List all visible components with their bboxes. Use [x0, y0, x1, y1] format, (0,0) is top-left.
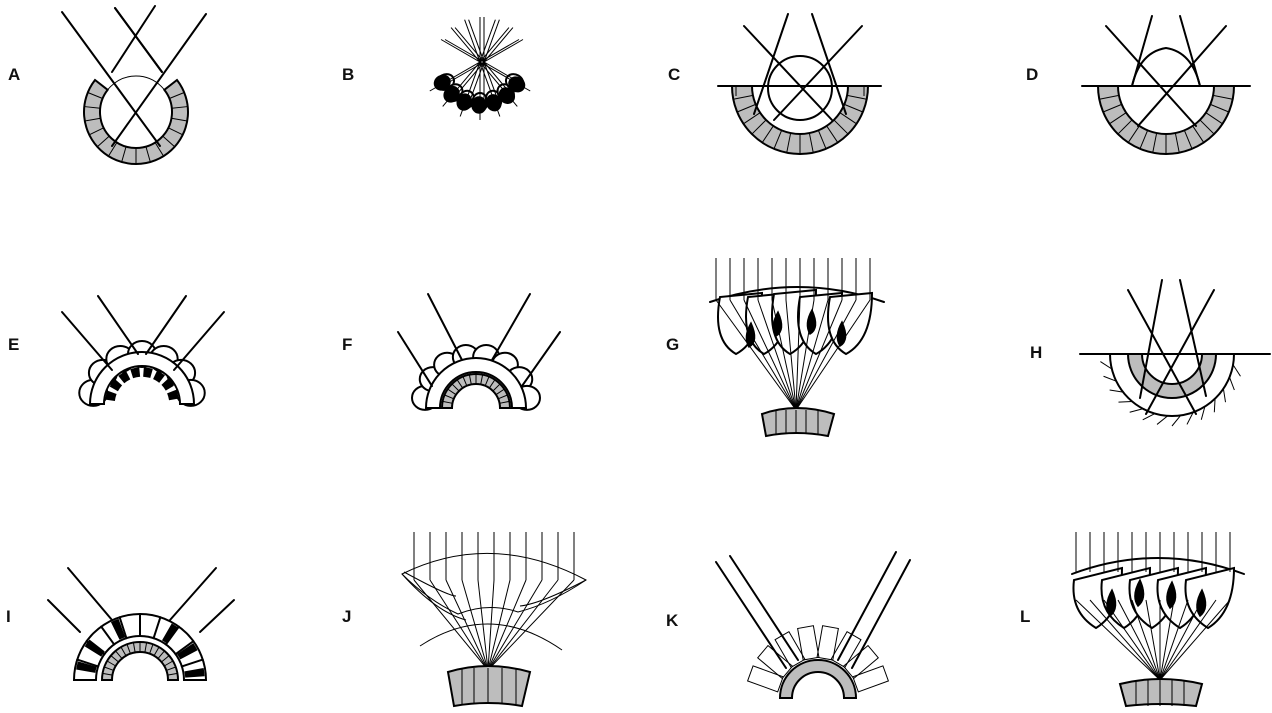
- panel-g-label: G: [666, 335, 679, 354]
- panel-e: E: [8, 296, 224, 406]
- panel-g-drawing: [710, 258, 884, 436]
- panel-l-label: L: [1020, 607, 1030, 626]
- panel-k-drawing: [716, 552, 910, 698]
- panel-h: H: [1030, 280, 1270, 426]
- panel-d-label: D: [1026, 65, 1038, 84]
- panel-a: A: [8, 6, 206, 164]
- panel-c-label: C: [668, 65, 680, 84]
- panel-d: D: [1026, 16, 1250, 154]
- panel-i: I: [6, 568, 234, 680]
- panel-d-drawing: [1082, 16, 1250, 154]
- panel-j: J: [342, 532, 586, 706]
- panel-c: C: [668, 14, 881, 154]
- panel-j-drawing: [402, 532, 586, 706]
- panel-k-label: K: [666, 611, 679, 630]
- panel-l: L: [1020, 532, 1244, 706]
- panel-f: F: [342, 294, 560, 410]
- panel-i-label: I: [6, 607, 11, 626]
- panel-h-label: H: [1030, 343, 1042, 362]
- panel-e-drawing: [62, 296, 224, 406]
- panel-e-label: E: [8, 335, 19, 354]
- panel-c-drawing: [718, 14, 881, 154]
- panel-f-label: F: [342, 335, 352, 354]
- panel-b-drawing: [430, 17, 530, 120]
- panel-b-label: B: [342, 65, 354, 84]
- panel-l-drawing: [1072, 532, 1244, 706]
- panel-j-label: J: [342, 607, 351, 626]
- panel-a-drawing: [62, 6, 206, 164]
- panel-k: K: [666, 552, 910, 698]
- panel-f-drawing: [398, 294, 560, 410]
- panel-g: G: [666, 258, 884, 436]
- panel-b: B: [342, 17, 530, 120]
- panel-i-drawing: [48, 568, 234, 680]
- panel-h-drawing: [1080, 280, 1270, 426]
- panel-a-label: A: [8, 65, 20, 84]
